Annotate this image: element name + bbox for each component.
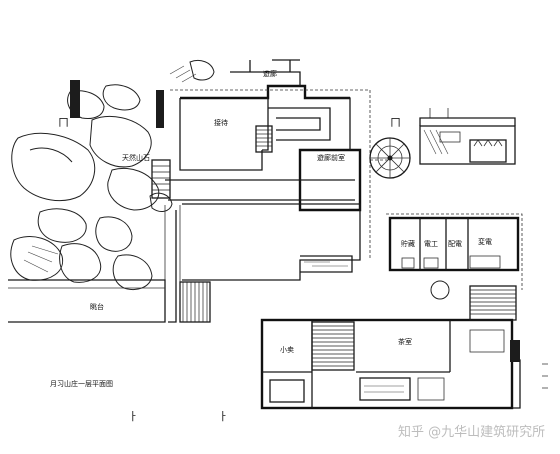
- section-mark-bottom-mid: ㅏ: [218, 410, 228, 423]
- drawing-caption: 月习山庄一层平面图: [50, 379, 113, 388]
- room-label-waterside: 眺台: [90, 302, 104, 311]
- room-label-electric: 電工: [424, 240, 438, 248]
- rockery-stairs: [151, 159, 171, 199]
- room-label-guest-hall: 接待: [214, 118, 228, 127]
- room-label-transformer: 変電: [478, 237, 492, 246]
- tea-house: [260, 318, 514, 410]
- service-block: [386, 213, 523, 290]
- room-label-corridor-room: 遊廊前室: [317, 153, 345, 162]
- central-stairs: [255, 125, 273, 153]
- waterside-stairs: [179, 281, 211, 323]
- watermark: 知乎 @九华山建筑研究所: [398, 424, 545, 440]
- terrace: [8, 203, 361, 323]
- section-mark-left: ㄇ: [58, 116, 69, 129]
- right-stairs: [430, 280, 548, 409]
- tree-symbol: [369, 137, 411, 179]
- room-label-tea-room: 茶室: [398, 337, 412, 346]
- room-label-storage: 貯藏: [401, 239, 415, 248]
- room-label-distribution: 配電: [448, 240, 462, 248]
- section-mark-right: ㄇ: [390, 116, 401, 129]
- tea-house-stairs: [311, 321, 355, 371]
- elevation-detail: [419, 117, 516, 165]
- room-label-rockery: 天然山石: [122, 153, 150, 162]
- section-marks: ㄇ ㄇ ㅏ ㅏ: [58, 108, 449, 423]
- room-label-pavilion-top: 遊廊: [263, 69, 277, 78]
- rock-garden: [10, 59, 215, 290]
- room-label-kiosk: 小卖: [280, 345, 294, 354]
- section-mark-bottom-left: ㅏ: [128, 410, 138, 423]
